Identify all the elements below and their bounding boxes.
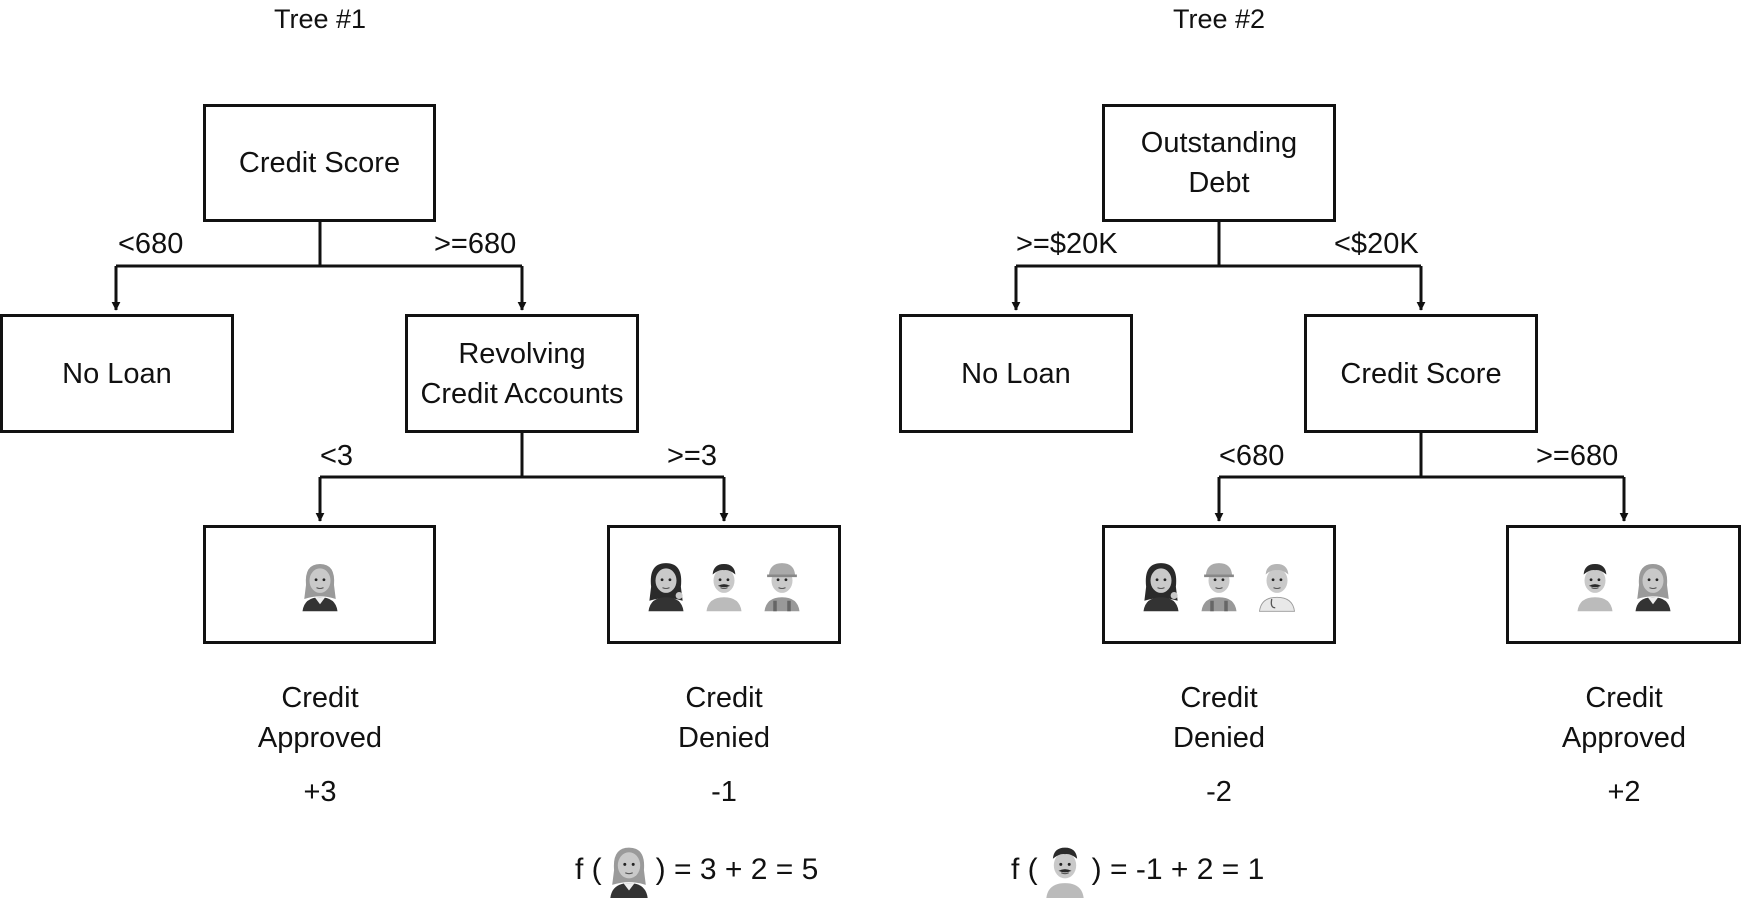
tree1-leaf-b-score: -1 <box>711 776 737 808</box>
tree1-leaf-b-node <box>607 525 841 644</box>
tree1-root-left-edge-label: <680 <box>118 228 184 260</box>
tree1-leaf-a-outcome: Credit Approved <box>257 682 383 754</box>
man-mustache-person-icon <box>706 563 742 611</box>
tree1-leaf-a-people <box>299 558 341 612</box>
formula-1: f ( ) = 3 + 2 = 5 <box>575 842 818 898</box>
tree2-leaf-b-people <box>1574 558 1674 612</box>
tree2-leaf-a-people <box>1140 558 1298 612</box>
tree1-root-label: Credit Score <box>238 147 401 179</box>
man-mustache-person-icon <box>1577 563 1612 611</box>
tree2-leaf-a-node <box>1102 525 1336 644</box>
tree2-leaf-b-node <box>1506 525 1741 644</box>
tree2-node-right-edge-label: >=680 <box>1536 440 1619 472</box>
tree1-root-right-edge-label: >=680 <box>434 228 517 260</box>
tree1-leaf-a-score: +3 <box>303 776 337 808</box>
tree1-node-left-edge-label: <3 <box>320 440 354 472</box>
tree1-right-node-label: Revolving Credit Accounts <box>420 337 624 410</box>
formula-2-prefix: f ( <box>1011 853 1038 886</box>
tree2-title: Tree #2 <box>1172 4 1266 34</box>
formula-1-person <box>606 842 652 898</box>
woman-gray-person-icon <box>610 847 648 898</box>
tree2-left-leaf-node: No Loan <box>899 314 1133 433</box>
tree2-leaf-a-outcome: Credit Denied <box>1173 682 1265 754</box>
tree1-root-node: Credit Score <box>203 104 436 222</box>
tree2-right-node: Credit Score <box>1304 314 1538 433</box>
tree2-root-left-edge-label: >=$20K <box>1016 228 1118 260</box>
tree1-right-node: Revolving Credit Accounts <box>405 314 639 433</box>
tree1-leaf-b-outcome: Credit Denied <box>678 682 770 754</box>
woman-gray-person-icon <box>302 563 337 611</box>
formula-1-suffix: ) = 3 + 2 = 5 <box>655 853 819 886</box>
tree2-node-left-edge-label: <680 <box>1219 440 1285 472</box>
woman-dark-person-icon <box>1143 562 1179 611</box>
worker-person-icon <box>764 562 800 611</box>
tree1-left-leaf-node: No Loan <box>0 314 234 433</box>
tree1-left-leaf-label: No Loan <box>62 357 172 390</box>
tree1-title: Tree #1 <box>273 4 367 34</box>
man-mustache-person-icon <box>1046 847 1084 898</box>
formula-2-suffix: ) = -1 + 2 = 1 <box>1091 853 1265 886</box>
tree2-leaf-b-score: +2 <box>1607 776 1641 808</box>
tree2-root-right-edge-label: <$20K <box>1334 228 1419 260</box>
woman-gray-person-icon <box>1635 563 1670 611</box>
tree2-leaf-b-outcome: Credit Approved <box>1561 682 1687 754</box>
formula-1-prefix: f ( <box>575 853 602 886</box>
woman-dark-person-icon <box>648 562 684 611</box>
formula-2: f ( ) = -1 + 2 = 1 <box>1011 842 1264 898</box>
worker-person-icon <box>1201 562 1237 611</box>
tree1-node-right-edge-label: >=3 <box>667 440 717 472</box>
tree1-leaf-a-node <box>203 525 436 644</box>
tree1-leaf-b-people <box>645 558 803 612</box>
tree2-leaf-a-score: -2 <box>1206 776 1232 808</box>
tree2-root-node: Outstanding Debt <box>1102 104 1336 222</box>
formula-2-person <box>1042 842 1088 898</box>
tree2-right-node-label: Credit Score <box>1340 357 1502 390</box>
tree2-root-label: Outstanding Debt <box>1140 127 1298 199</box>
tree2-left-leaf-label: No Loan <box>961 357 1071 390</box>
doctor-person-icon <box>1259 563 1295 612</box>
